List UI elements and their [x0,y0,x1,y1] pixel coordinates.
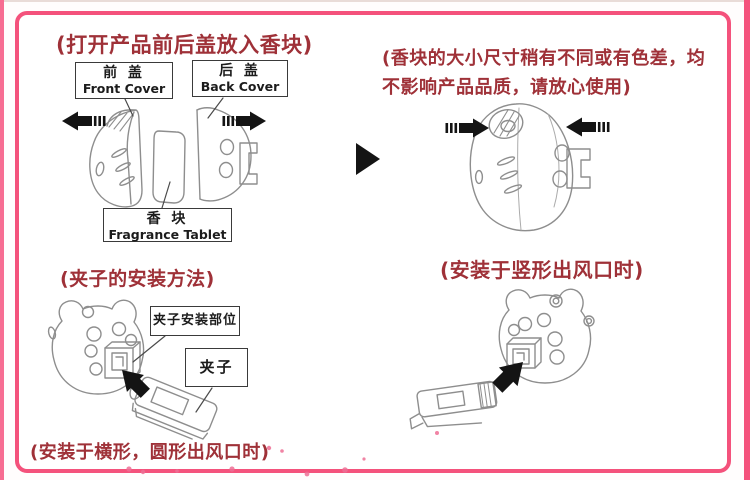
pink-dots-decor [126,431,439,477]
fragrance-tablet-label: 香 块 Fragrance Tablet [103,208,232,242]
back-cover-label: 后 盖 Back Cover [192,60,288,97]
front-cover-label-en: Front Cover [82,81,166,96]
front-cover-label: 前 盖 Front Cover [75,62,173,99]
clip-install-vertical-drawing [409,288,595,430]
pull-back-arrow-icon [222,111,266,131]
clip-position-label: 夹子安装部位 [150,306,240,336]
assembled-view-drawing [469,103,591,232]
right-border-strip [744,0,750,480]
label-leader-lines [124,97,224,209]
back-cover-label-cn: 后 盖 [219,63,261,79]
front-cover-drawing [89,109,143,208]
clip-method-title: (夹子的安装方法) [60,268,215,290]
back-cover-drawing [196,107,258,202]
top-hairline [0,0,750,2]
label-leader-lines [132,335,213,413]
horizontal-vent-caption: (安装于横形，圆形出风口时) [30,442,270,463]
fragrance-tablet-label-en: Fragrance Tablet [108,227,227,242]
clip-socket-drawing [506,337,542,369]
vertical-vent-title: (安装于竖形出风口时) [440,258,644,282]
next-step-triangle-icon [356,143,380,175]
exploded-view-drawing [89,97,258,209]
fragrance-tablet-label-cn: 香 块 [146,211,189,227]
front-cover-label-cn: 前 盖 [103,65,145,81]
open-cover-title: (打开产品前后盖放入香块) [56,33,313,57]
tablet-size-note-line2: 不影响产品品质，请放心使用) [382,77,632,98]
tablet-size-note-line1: (香块的大小尺寸稍有不同或有色差，均 [382,48,706,69]
left-border-strip [0,0,4,480]
fragrance-tablet-drawing [152,130,186,204]
press-right-arrow-icon [566,117,610,137]
back-cover-label-en: Back Cover [200,79,280,94]
clip-drawing [409,380,498,430]
pull-front-arrow-icon [62,111,106,131]
clip-label: 夹子 [185,348,248,387]
tablet-size-note: (香块的大小尺寸稍有不同或有色差，均 不影响产品品质，请放心使用) [382,44,705,102]
